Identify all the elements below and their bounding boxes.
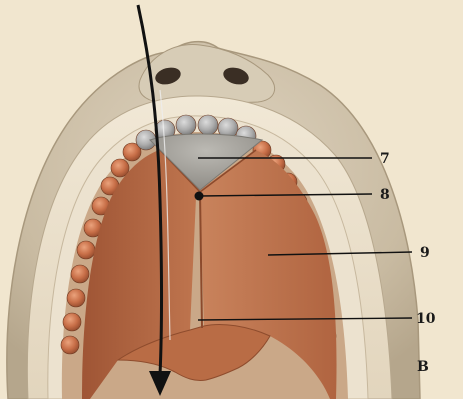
tooth-gray — [198, 115, 218, 135]
tooth-orange — [63, 313, 81, 331]
tooth-orange — [71, 265, 89, 283]
tooth-orange — [111, 159, 129, 177]
tooth-orange — [67, 289, 85, 307]
label-7: 7 — [380, 151, 390, 167]
label-8: 8 — [380, 187, 390, 203]
tooth-gray — [176, 115, 196, 135]
panel-label: B — [417, 359, 429, 375]
tooth-orange — [61, 336, 79, 354]
label-10: 10 — [416, 311, 436, 327]
label-9: 9 — [420, 245, 430, 261]
tooth-orange — [77, 241, 95, 259]
